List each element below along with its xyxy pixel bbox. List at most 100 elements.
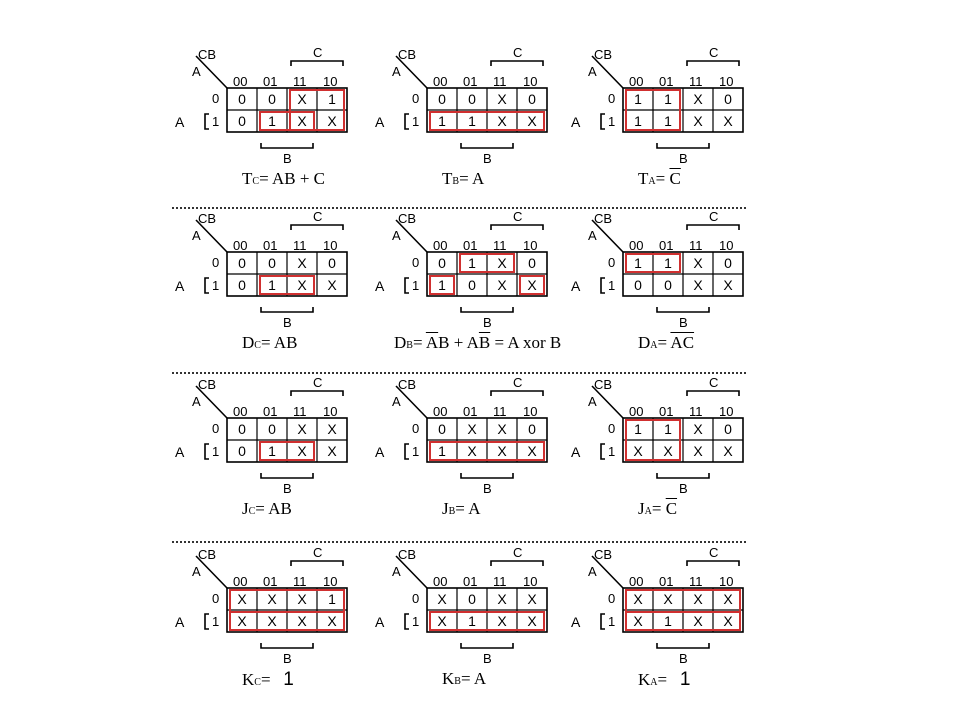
kmap-cell: X <box>297 91 307 107</box>
eq-var: T <box>242 169 253 188</box>
col-header-00: 00 <box>233 238 248 253</box>
a-corner-label: A <box>392 564 401 579</box>
col-header-11: 11 <box>293 404 307 419</box>
kmap-cell: 1 <box>634 255 642 271</box>
kmap-cell: X <box>693 277 703 293</box>
group-rect <box>625 611 741 631</box>
a-corner-label: A <box>192 228 201 243</box>
col-header-11: 11 <box>493 404 507 419</box>
kmap-cell: 0 <box>238 91 246 107</box>
c-label: C <box>513 375 523 390</box>
kmap-lines <box>395 385 548 479</box>
kmap-cell: 1 <box>664 613 672 629</box>
c-bracket <box>290 390 344 396</box>
group-rect <box>459 253 515 273</box>
diagonal-line <box>395 55 428 89</box>
a-side-label: A <box>571 614 581 630</box>
group-rect <box>625 419 681 461</box>
group-rect <box>429 275 455 295</box>
kmap-cell: X <box>633 613 643 629</box>
col-header-11: 11 <box>493 574 507 589</box>
kmap-cell: 1 <box>328 91 336 107</box>
kmap-cell: X <box>527 591 537 607</box>
eq-var: D <box>394 333 407 352</box>
eq-sub: C <box>252 176 260 187</box>
group-rect <box>259 111 315 131</box>
col-header-11: 11 <box>293 74 307 89</box>
eq-sub: A <box>650 677 658 688</box>
row-label-1: 1 <box>608 114 616 129</box>
group-rect <box>625 89 681 131</box>
a-bracket <box>404 613 409 630</box>
group-rect <box>429 111 545 131</box>
equation-ta: TA= C <box>638 170 681 187</box>
c-bracket <box>490 60 544 66</box>
b-label: B <box>483 481 492 496</box>
eq-sign: = <box>455 499 465 518</box>
kmap-lines <box>591 219 744 313</box>
b-bracket <box>656 643 710 649</box>
kmap-cell: X <box>527 113 537 129</box>
col-header-10: 10 <box>719 238 734 253</box>
col-header-11: 11 <box>293 574 307 589</box>
kmap-cell: 0 <box>468 277 476 293</box>
cb-label: CB <box>398 377 417 392</box>
col-header-11: 11 <box>689 238 703 253</box>
equation-jb: JB= A <box>442 500 480 517</box>
col-header-01: 01 <box>463 238 478 253</box>
eq-sign: = <box>657 670 668 689</box>
kmap-cell: X <box>693 443 703 459</box>
b-bracket <box>460 307 514 313</box>
col-header-10: 10 <box>719 74 734 89</box>
col-header-01: 01 <box>463 74 478 89</box>
eq-var: J <box>442 499 449 518</box>
kmap-cell: X <box>693 591 703 607</box>
kmap-cell: X <box>497 91 507 107</box>
equation-da: DA= AC <box>638 334 694 351</box>
kmap-cell: X <box>527 277 537 293</box>
kmap-cell: X <box>633 443 643 459</box>
kmap-cell: 1 <box>664 255 672 271</box>
kmap-cell: 0 <box>468 91 476 107</box>
group-rect <box>259 275 315 295</box>
kmap-cell: X <box>723 277 733 293</box>
kmap-cell: X <box>663 591 673 607</box>
row-label-1: 1 <box>608 614 616 629</box>
eq-sign: = <box>459 169 469 188</box>
col-header-10: 10 <box>523 404 538 419</box>
b-label: B <box>679 315 688 330</box>
kmap-cell: 0 <box>468 591 476 607</box>
b-label: B <box>283 315 292 330</box>
kmap-cell: 1 <box>634 421 642 437</box>
diagonal-line <box>591 385 624 419</box>
col-header-00: 00 <box>629 404 644 419</box>
row-label-1: 1 <box>212 444 220 459</box>
b-label: B <box>679 651 688 666</box>
group-rect <box>429 441 545 461</box>
kmap-cell: X <box>497 277 507 293</box>
a-bracket <box>600 443 605 460</box>
eq-sign: = <box>412 333 423 352</box>
kmap-cell: X <box>693 255 703 271</box>
kmap-cell: X <box>467 421 477 437</box>
b-bracket <box>460 143 514 149</box>
a-corner-label: A <box>588 564 597 579</box>
col-header-01: 01 <box>263 238 278 253</box>
group-rect <box>429 611 545 631</box>
diagonal-line <box>195 385 228 419</box>
cb-label: CB <box>198 547 217 562</box>
kmap-cell: 0 <box>268 91 276 107</box>
eq-sign: = <box>260 670 271 689</box>
eq-var: K <box>638 670 651 689</box>
kmap-cell: X <box>693 91 703 107</box>
eq-term: A <box>468 499 481 518</box>
diagonal-line <box>591 55 624 89</box>
kmap-cell: 0 <box>268 421 276 437</box>
eq-sign: = <box>460 669 471 688</box>
a-corner-label: A <box>192 394 201 409</box>
diagonal-line <box>195 219 228 253</box>
group-rect <box>625 253 681 273</box>
col-header-00: 00 <box>433 404 448 419</box>
c-label: C <box>313 545 323 560</box>
eq-constant: 1 <box>283 669 294 690</box>
